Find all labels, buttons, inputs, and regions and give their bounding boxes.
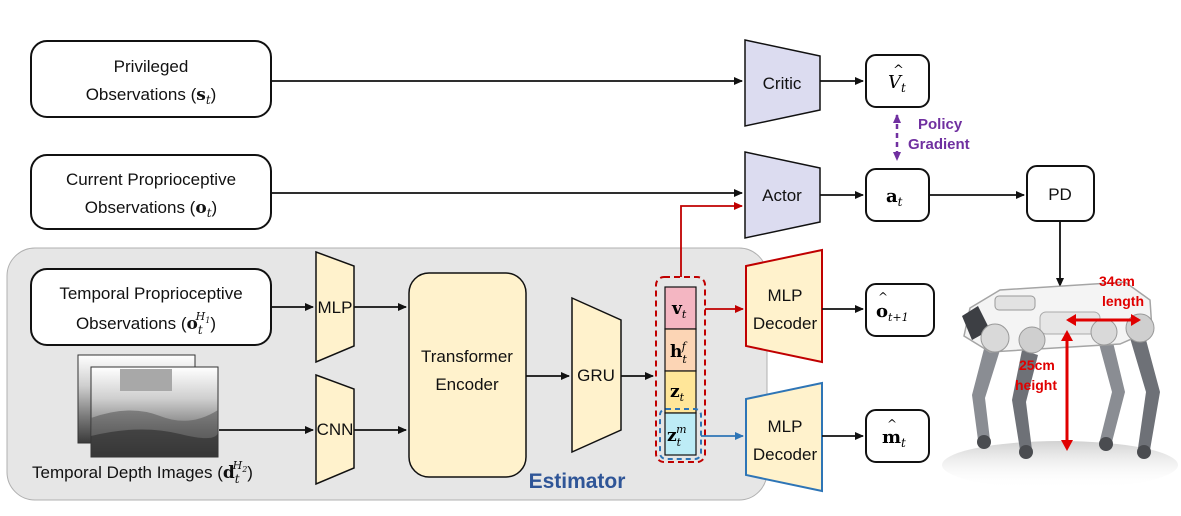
- latent-v-label: vt: [671, 299, 687, 321]
- current-line1: Current Proprioceptive: [66, 170, 236, 189]
- policy-gradient-label-2: Gradient: [908, 136, 970, 153]
- gru: GRU: [571, 296, 622, 454]
- decoder2-label-1: MLP: [768, 417, 803, 436]
- length-value: 34cm: [1099, 273, 1135, 289]
- privileged-line1: Privileged: [114, 57, 189, 76]
- transformer-label-2: Encoder: [435, 375, 499, 394]
- svg-text:^: ^: [893, 63, 904, 78]
- obs-prediction-output: ot+1 ^: [865, 283, 935, 337]
- transformer-encoder: Transformer Encoder: [408, 272, 527, 478]
- actor-label: Actor: [762, 186, 802, 205]
- height-label: height: [1015, 377, 1057, 393]
- svg-text:mt: mt: [882, 427, 906, 450]
- temporal-line1: Temporal Proprioceptive: [59, 284, 242, 303]
- arrows: [219, 77, 1064, 440]
- current-line2: Observations (ot): [85, 198, 217, 220]
- svg-text:^: ^: [887, 417, 897, 431]
- cnn-encoder: CNN: [315, 373, 355, 486]
- temporal-line2: Observations (otH1): [76, 310, 216, 337]
- latent-zm-label: ztm: [667, 423, 687, 449]
- length-label: length: [1102, 293, 1144, 309]
- latent-z-cell: [664, 370, 697, 414]
- mlp-label: MLP: [318, 298, 353, 317]
- mlp-encoder: MLP: [315, 250, 355, 364]
- gru-label: GRU: [577, 366, 615, 385]
- decoder1-label-2: Decoder: [753, 314, 818, 333]
- estimator-title: Estimator: [529, 470, 626, 493]
- value-output: Vt ^: [865, 54, 930, 108]
- actor: Actor: [744, 151, 821, 239]
- latent-zm-cell: [664, 412, 697, 456]
- svg-text:^: ^: [878, 290, 888, 304]
- privileged-observations-box: Privileged Observations (st): [30, 40, 272, 118]
- red-arrows: [680, 202, 744, 313]
- decoder1-label-1: MLP: [768, 286, 803, 305]
- decoder2-label-2: Decoder: [753, 445, 818, 464]
- transformer-label-1: Transformer: [421, 347, 513, 366]
- depth-label: Temporal Depth Images (dtH2): [32, 459, 253, 486]
- mlp-decoder-map: MLP Decoder: [745, 381, 823, 493]
- latent-h-cell: [664, 328, 697, 372]
- critic-label: Critic: [763, 74, 802, 93]
- height-value: 25cm: [1019, 357, 1055, 373]
- policy-gradient-label-1: Policy: [918, 116, 963, 133]
- pd-controller: PD: [1026, 165, 1095, 222]
- svg-text:at: at: [886, 186, 903, 209]
- robot-dog-image: [942, 281, 1178, 489]
- latent-stack: vt htf zt ztm: [655, 276, 706, 463]
- latent-z-label: zt: [670, 382, 685, 404]
- svg-text:ot+1: ot+1: [876, 301, 909, 324]
- critic: Critic: [744, 39, 821, 127]
- map-prediction-output: mt ^: [865, 409, 930, 463]
- robot-dimensions: 34cm length 25cm height: [1015, 273, 1144, 451]
- mlp-decoder-obs: MLP Decoder: [745, 248, 823, 364]
- privileged-line2: Observations (st): [86, 85, 217, 107]
- temporal-observations-box: Temporal Proprioceptive Observations (ot…: [30, 268, 272, 346]
- pd-label: PD: [1048, 185, 1072, 204]
- action-output: at: [865, 168, 930, 222]
- depth-images: [77, 354, 219, 458]
- current-observations-box: Current Proprioceptive Observations (ot): [30, 154, 272, 230]
- latent-h-label: htf: [670, 340, 688, 366]
- cnn-label: CNN: [317, 420, 354, 439]
- latent-v-cell: [664, 286, 697, 330]
- svg-text:Vt: Vt: [888, 72, 906, 95]
